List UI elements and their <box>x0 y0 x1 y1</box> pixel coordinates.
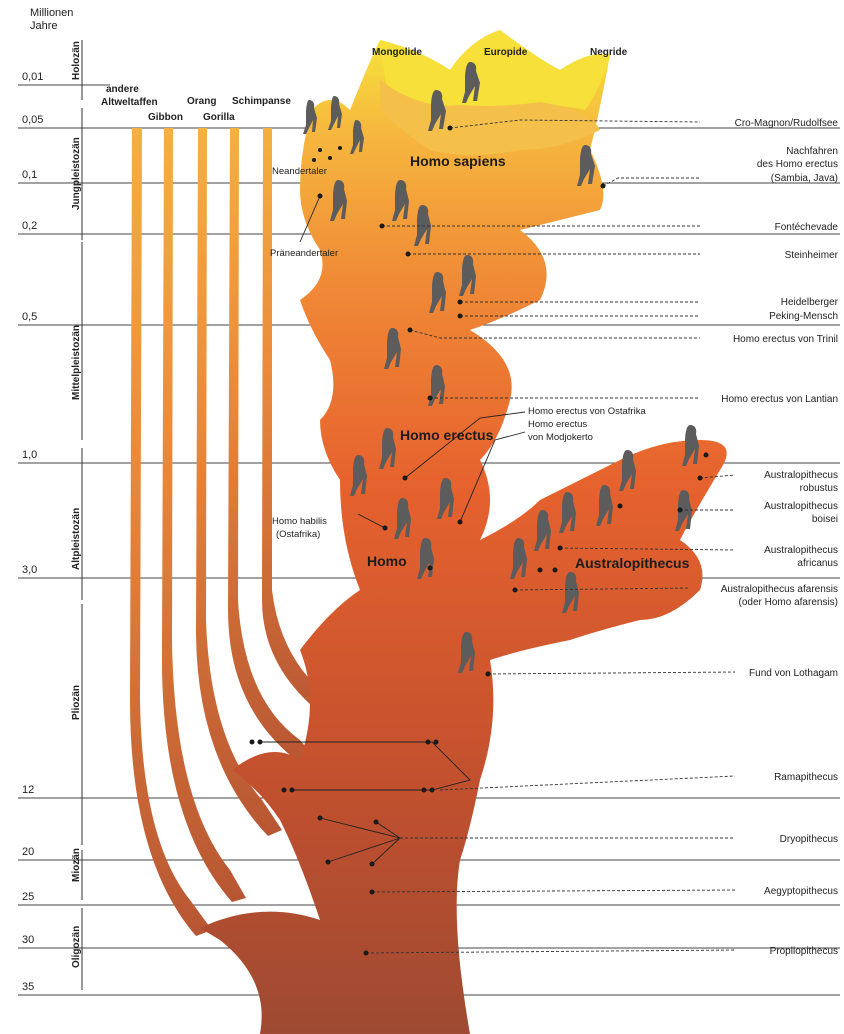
time-label-4: 0,5 <box>22 311 37 323</box>
lineage-gibbon: Gibbon <box>148 112 183 123</box>
find-propliopithecus: Propliopithecus <box>770 946 838 957</box>
find-peking: Peking-Mensch <box>769 311 838 322</box>
find-afarensis-line1: Australopithecus afarensis <box>721 584 838 595</box>
find-robustus-line1: Australopithecus <box>764 470 838 481</box>
lineage-gorilla: Gorilla <box>203 112 235 123</box>
time-label-3: 0,2 <box>22 220 37 232</box>
find-dryopithecus: Dryopithecus <box>780 834 838 845</box>
find-steinheimer: Steinheimer <box>785 250 839 261</box>
label-erectus-ostafrika: Homo erectus von Ostafrika <box>528 406 646 417</box>
find-nachfahren-line2: des Homo erectus <box>757 159 838 170</box>
race-mongolide: Mongolide <box>372 47 422 58</box>
label-homo-habilis-line1: Homo habilis <box>272 516 327 527</box>
time-label-7: 12 <box>22 784 34 796</box>
epoch-oligozaen: Oligozän <box>71 926 82 968</box>
time-axis: Millionen Jahre 0,01 0,05 0,1 0,2 0,5 1,… <box>22 7 82 993</box>
find-nachfahren-line3: (Sambia, Java) <box>771 173 838 184</box>
time-label-6: 3,0 <box>22 564 37 576</box>
lineage-andere-line1: andere <box>106 84 139 95</box>
find-lantian: Homo erectus von Lantian <box>721 394 838 405</box>
lineage-orang: Orang <box>187 96 216 107</box>
find-robustus-line2: robustus <box>800 483 838 494</box>
branch-homo: Homo <box>367 553 407 569</box>
time-label-0: 0,01 <box>22 71 43 83</box>
epoch-miozaen: Miozän <box>71 848 82 882</box>
time-label-9: 25 <box>22 891 34 903</box>
epoch-pliozaen: Pliozän <box>71 685 82 720</box>
lineage-schimpanse: Schimpanse <box>232 96 291 107</box>
time-label-1: 0,05 <box>22 114 43 126</box>
time-label-8: 20 <box>22 846 34 858</box>
time-label-2: 0,1 <box>22 169 37 181</box>
find-trinil: Homo erectus von Trinil <box>733 334 838 345</box>
find-ramapithecus: Ramapithecus <box>774 772 838 783</box>
find-fontechevade: Fontéchevade <box>775 222 839 233</box>
find-nachfahren-line1: Nachfahren <box>786 146 838 157</box>
find-africanus-line2: africanus <box>797 558 838 569</box>
time-label-5: 1,0 <box>22 449 37 461</box>
epoch-jungpleistozaen: Jungpleistozän <box>71 137 82 210</box>
find-labels: Cro-Magnon/Rudolfsee Nachfahren des Homo… <box>721 118 839 957</box>
label-neandertaler: Neandertaler <box>272 166 327 177</box>
find-aegyptopithecus: Aegyptopithecus <box>764 886 838 897</box>
label-praeneandertaler: Präneandertaler <box>270 248 338 259</box>
epoch-altpleistozaen: Altpleistozän <box>71 508 82 570</box>
find-afarensis-line2: (oder Homo afarensis) <box>739 597 838 608</box>
race-negride: Negride <box>590 47 628 58</box>
epoch-mittelpleistozaen: Mittelpleistozän <box>71 325 82 400</box>
find-boisei-line2: boisei <box>812 514 838 525</box>
race-labels: Mongolide Europide Negride <box>372 47 628 58</box>
find-africanus-line1: Australopithecus <box>764 545 838 556</box>
branch-australopithecus: Australopithecus <box>575 555 690 571</box>
axis-title-line2: Jahre <box>30 20 58 32</box>
find-lothagam: Fund von Lothagam <box>749 668 838 679</box>
branch-homo-erectus: Homo erectus <box>400 427 494 443</box>
time-label-11: 35 <box>22 981 34 993</box>
find-boisei-line1: Australopithecus <box>764 501 838 512</box>
branch-homo-sapiens: Homo sapiens <box>410 153 506 169</box>
label-erectus-modjokerto-line2: von Modjokerto <box>528 432 593 443</box>
label-homo-habilis-line2: (Ostafrika) <box>276 529 320 540</box>
lineage-labels: andere Altweltaffen Gibbon Orang Gorilla… <box>101 84 291 123</box>
axis-title-line1: Millionen <box>30 7 73 19</box>
label-erectus-modjokerto-line1: Homo erectus <box>528 419 587 430</box>
time-label-10: 30 <box>22 934 34 946</box>
find-cro-magnon: Cro-Magnon/Rudolfsee <box>735 118 839 129</box>
epoch-holozaen: Holozän <box>71 41 82 80</box>
lineage-andere-line2: Altweltaffen <box>101 97 158 108</box>
find-heidelberger: Heidelberger <box>781 297 839 308</box>
race-europide: Europide <box>484 47 528 58</box>
